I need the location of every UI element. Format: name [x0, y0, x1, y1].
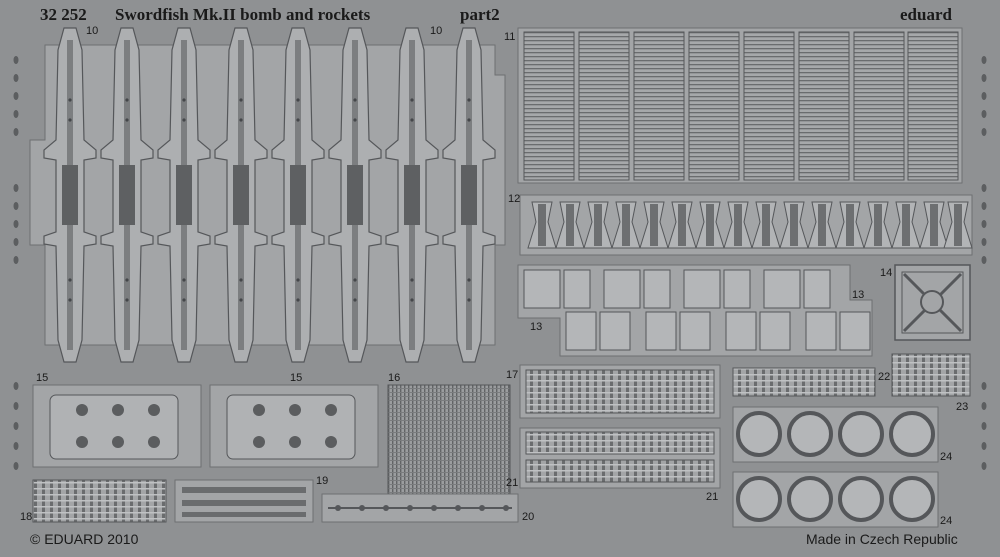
ring-plate: [732, 471, 939, 528]
square-plate: [894, 264, 971, 341]
part-number-21: 21: [506, 477, 518, 489]
slatted-panels-group: [517, 27, 963, 184]
brand-logo: eduard: [900, 5, 953, 24]
part-number-18: 18: [20, 511, 32, 523]
part-number-13: 13: [852, 289, 864, 301]
part-number-22: 22: [878, 371, 890, 383]
part-number-15: 15: [36, 372, 48, 384]
part-number-23: 23: [956, 401, 968, 413]
part-number-21: 21: [706, 491, 718, 503]
part-number-10: 10: [430, 25, 442, 37]
set-number: 32 252: [40, 5, 87, 24]
carrier-plate: [209, 384, 379, 468]
rocket-rail: [43, 27, 97, 363]
part-number-20: 20: [522, 511, 534, 523]
part-number-12: 12: [508, 193, 520, 205]
part-number-19: 19: [316, 475, 328, 487]
part-number-17: 17: [506, 369, 518, 381]
part-number-16: 16: [388, 372, 400, 384]
fin-row-group: [519, 194, 973, 256]
part-number-24: 24: [940, 451, 952, 463]
clip-strip: [519, 364, 721, 419]
small-strip: [891, 353, 971, 397]
copyright-text: © EDUARD 2010: [30, 531, 139, 547]
bracket-group: [517, 264, 873, 357]
fret-title: Swordfish Mk.II bomb and rockets: [115, 5, 371, 24]
part-label: part2: [460, 5, 500, 24]
part-number-24: 24: [940, 515, 952, 527]
hook-rows: [519, 427, 721, 489]
rivet-strip: [321, 493, 519, 523]
rocket-rails-group: [29, 27, 506, 363]
part-number-13: 13: [530, 321, 542, 333]
part-number-10: 10: [86, 25, 98, 37]
small-strip: [732, 367, 876, 397]
part-number-11: 11: [504, 31, 515, 43]
edge-tabs: [13, 56, 987, 470]
carrier-plate: [32, 384, 202, 468]
part-number-15: 15: [290, 372, 302, 384]
spacer-strip: [32, 479, 167, 523]
bar-strip: [174, 479, 314, 523]
origin-text: Made in Czech Republic: [806, 531, 958, 547]
part-number-14: 14: [880, 267, 892, 279]
ring-plate: [732, 406, 939, 463]
